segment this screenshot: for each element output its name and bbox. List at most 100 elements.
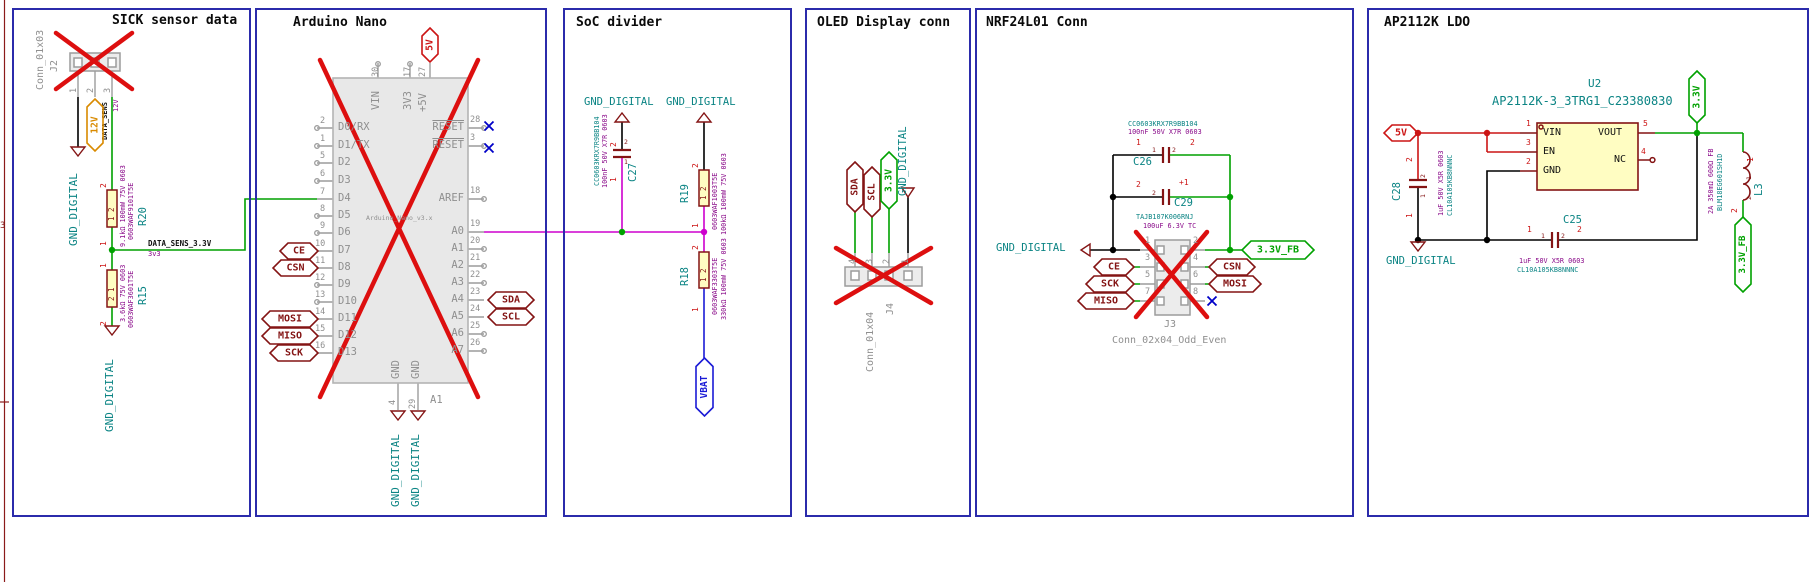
- nano-pin17: 17: [403, 66, 413, 77]
- resistor-bodies[interactable]: [106, 169, 710, 308]
- net-label-scl[interactable]: SCL: [486, 308, 536, 326]
- j3-pin6-num: 6: [1193, 270, 1199, 280]
- capacitor-plates[interactable]: [613, 147, 1560, 248]
- nano-pin30: 30: [371, 66, 381, 77]
- gnd-digital-label: GND_DIGITAL: [1386, 255, 1456, 267]
- r20-ref: R20: [137, 207, 149, 226]
- r20-mpn: 0603WAF9101T5E: [127, 182, 135, 240]
- u2-ref: U2: [1588, 77, 1602, 90]
- svg-text:CSN: CSN: [1223, 262, 1241, 273]
- nano-gnd1: GND: [390, 360, 402, 379]
- nano-d12: D12: [338, 329, 357, 341]
- power-flag-3v3[interactable]: 3.3V: [880, 150, 898, 211]
- r18-pin2: 2: [691, 245, 700, 250]
- section-title-oled-conn: OLED Display conn: [817, 15, 951, 30]
- net-label-scl[interactable]: SCL: [863, 165, 881, 219]
- section-title-soc-divider: SoC divider: [576, 15, 663, 30]
- nano-a6: A6: [451, 327, 464, 339]
- j3-ref: J3: [1164, 319, 1177, 330]
- c26-pin2: 2: [1190, 138, 1195, 147]
- gnd-symbol-arrows: [69, 111, 1427, 422]
- j2-pin3-num: 3: [103, 87, 113, 93]
- nano-aref: AREF: [438, 192, 464, 204]
- net-label-miso[interactable]: MISO: [260, 327, 320, 345]
- nano-pin11: 11: [315, 256, 326, 266]
- svg-text:SCL: SCL: [867, 183, 878, 200]
- c28-inner2: 2: [1419, 174, 1427, 178]
- l3-mpn: BLM18EG601SH1D: [1716, 153, 1724, 211]
- net-label-sck[interactable]: SCK: [268, 344, 320, 362]
- nano-value: Arduino_Nano_v3.x: [366, 214, 433, 222]
- svg-text:3.3V_FB: 3.3V_FB: [1738, 235, 1748, 274]
- nano-pin28: 28: [470, 115, 481, 125]
- nano-a7: A7: [451, 344, 464, 356]
- c26-pin1: 1: [1136, 138, 1141, 147]
- gnd-digital-label: GND_DIGITAL: [584, 96, 654, 108]
- c25-mpn: CL10A105KB8NNNC: [1517, 266, 1579, 274]
- j2-pin2-num: 2: [86, 87, 96, 93]
- r20-specs: 9.1kΩ 100mW 75V 0603: [119, 165, 127, 247]
- gnd-digital-label: GND_DIGITAL: [409, 434, 422, 507]
- power-flag-vbat[interactable]: VBAT: [695, 356, 714, 418]
- sheet-frame: [0, 0, 9, 582]
- nano-d13: D13: [338, 346, 357, 358]
- section-box-oled-conn: [805, 8, 971, 517]
- nano-d1: D1/TX: [338, 139, 370, 151]
- u2-pin4: 4: [1641, 147, 1646, 156]
- net-label-miso[interactable]: MISO: [1076, 292, 1136, 310]
- wires-magenta[interactable]: [484, 157, 705, 252]
- nano-pin23: 23: [470, 287, 481, 297]
- net-12v: 12V: [112, 99, 120, 112]
- ldo-u2-body[interactable]: [1536, 122, 1639, 191]
- power-flag-3v3[interactable]: 3.3V: [1688, 69, 1706, 125]
- c26-inner2: 2: [1172, 146, 1176, 154]
- net-label-csn[interactable]: CSN: [1207, 258, 1257, 276]
- net-label-csn[interactable]: CSN: [271, 259, 320, 277]
- net-label-sda[interactable]: SDA: [846, 160, 864, 214]
- power-flag-12v[interactable]: 12V: [86, 97, 104, 153]
- net-label-mosi[interactable]: MOSI: [1207, 275, 1263, 293]
- r15-inner-pins: 2 1: [107, 287, 116, 301]
- c25-pin2: 2: [1577, 225, 1582, 234]
- noconnect-x-marks: [483, 120, 1218, 307]
- net-label-sck[interactable]: SCK: [1084, 275, 1136, 293]
- nano-a0: A0: [451, 225, 464, 237]
- j2-pin1-num: 1: [69, 87, 79, 93]
- wires-green[interactable]: [111, 97, 1744, 326]
- wires-red[interactable]: [1417, 132, 1520, 180]
- gnd-digital-label: GND_DIGITAL: [996, 242, 1066, 254]
- nano-vin: VIN: [370, 91, 382, 110]
- gnd-digital-label: GND_DIGITAL: [103, 359, 116, 432]
- net-label-3v3-fb[interactable]: 3.3V_FB: [1734, 215, 1752, 294]
- u2-pin5: 5: [1643, 119, 1648, 128]
- power-flag-5v[interactable]: 5V: [1382, 124, 1420, 142]
- net-label-sda[interactable]: SDA: [486, 291, 536, 309]
- net-label-ce[interactable]: CE: [1092, 258, 1136, 276]
- net-label-mosi[interactable]: MOSI: [260, 310, 320, 328]
- inductor-l3-coil[interactable]: [1742, 151, 1751, 201]
- j3-pin1-num: 1: [1145, 236, 1151, 246]
- nano-d3: D3: [338, 174, 351, 186]
- nano-a3: A3: [451, 276, 464, 288]
- nano-d2: D2: [338, 156, 351, 168]
- r19-pin2: 2: [691, 163, 700, 168]
- net-label-ce[interactable]: CE: [278, 242, 320, 260]
- c25-ref: C25: [1563, 214, 1582, 226]
- nano-pin27: 27: [418, 66, 428, 77]
- l3-pin2: 2: [1730, 208, 1739, 213]
- connector-j2-body[interactable]: [69, 52, 121, 72]
- nano-reset2: RESET: [432, 139, 464, 151]
- svg-text:3.3V: 3.3V: [1692, 85, 1703, 108]
- c25-pin1: 1: [1527, 225, 1532, 234]
- net-label-3v3-fb[interactable]: 3.3V_FB: [1240, 240, 1316, 260]
- l3-specs: 2A 350mΩ 600Ω FB: [1707, 148, 1715, 214]
- power-flag-5v[interactable]: 5V: [421, 26, 439, 64]
- c29-specs: 100uF 6.3V TC: [1143, 222, 1197, 230]
- c29-mpn: TAJB107K006RNJ: [1136, 213, 1194, 221]
- c28-mpn: CL10A105KB8NNNC: [1446, 154, 1454, 216]
- c27-mpn: CC0603KRX7R9BB104: [593, 116, 601, 186]
- r19-specs: 100kΩ 100mW 75V 0603: [720, 153, 728, 235]
- nano-pin5: 5: [320, 151, 326, 161]
- r20-pin2: 2: [99, 183, 108, 188]
